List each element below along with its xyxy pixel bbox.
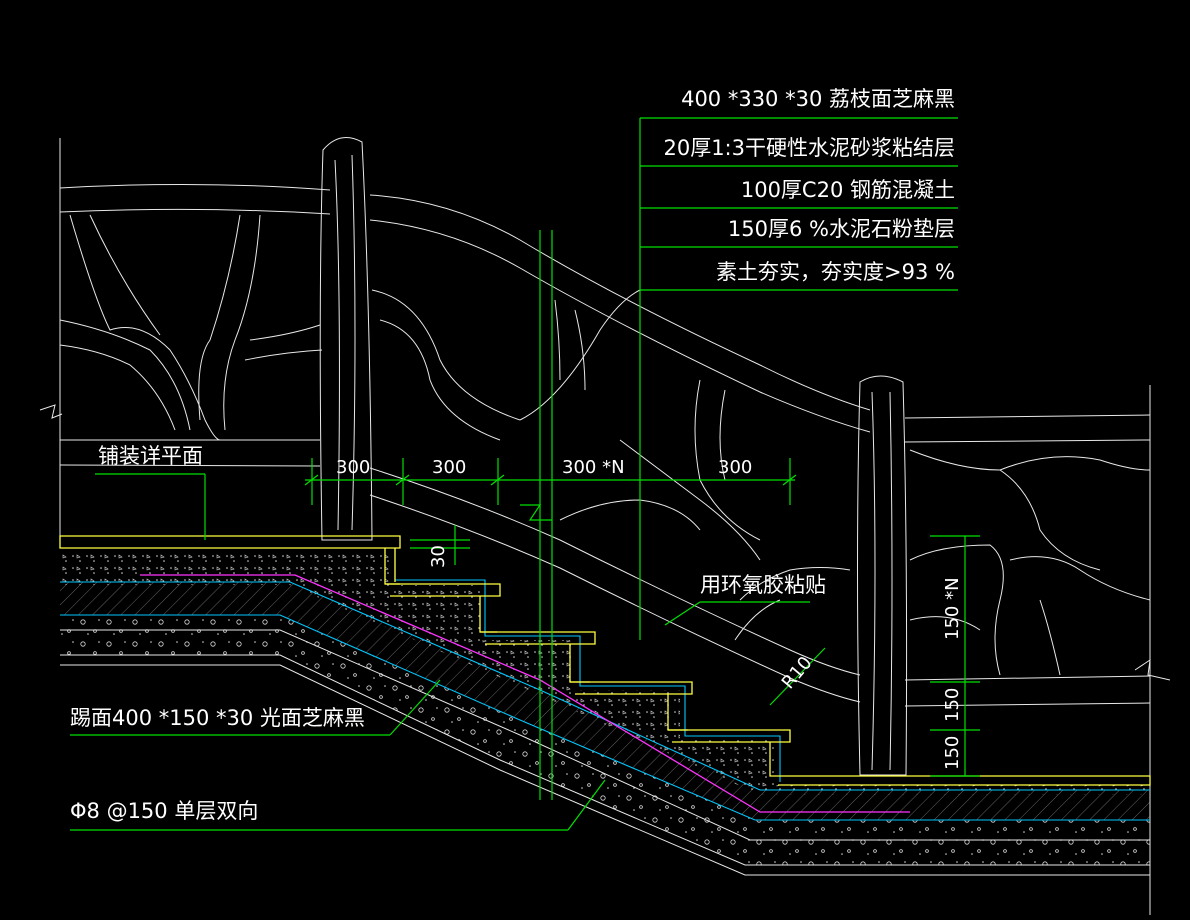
paving-note: 铺装详平面 <box>98 444 203 468</box>
layer-label-5: 素土夯实，夯实度>93 % <box>716 260 955 284</box>
dim-30: 30 <box>428 545 449 568</box>
dim-300-n: 300 *N <box>562 457 625 478</box>
annotation-lines <box>70 117 980 831</box>
rebar-note: Φ8 @150 单层双向 <box>70 799 258 823</box>
construction-layers <box>60 552 1150 876</box>
dim-300-1: 300 <box>336 457 370 478</box>
dim-300-4: 300 <box>718 457 752 478</box>
tread-note: 踢面400 *150 *30 光面芝麻黑 <box>70 706 365 730</box>
layer-label-2: 20厚1:3干硬性水泥砂浆粘结层 <box>663 136 955 160</box>
dim-150-n: 150 *N <box>942 577 963 640</box>
dim-150-a: 150 <box>942 688 963 722</box>
layer-label-1: 400 *330 *30 荔枝面芝麻黑 <box>681 87 955 111</box>
stair-finish <box>59 535 1151 786</box>
layer-labels: 400 *330 *30 荔枝面芝麻黑 20厚1:3干硬性水泥砂浆粘结层 100… <box>663 87 955 284</box>
layer-label-4: 150厚6 %水泥石粉垫层 <box>728 217 955 241</box>
layer-label-3: 100厚C20 钢筋混凝土 <box>741 178 955 202</box>
dim-150-b: 150 <box>942 736 963 770</box>
epoxy-note: 用环氧胶粘贴 <box>700 573 826 597</box>
dim-300-2: 300 <box>432 457 466 478</box>
